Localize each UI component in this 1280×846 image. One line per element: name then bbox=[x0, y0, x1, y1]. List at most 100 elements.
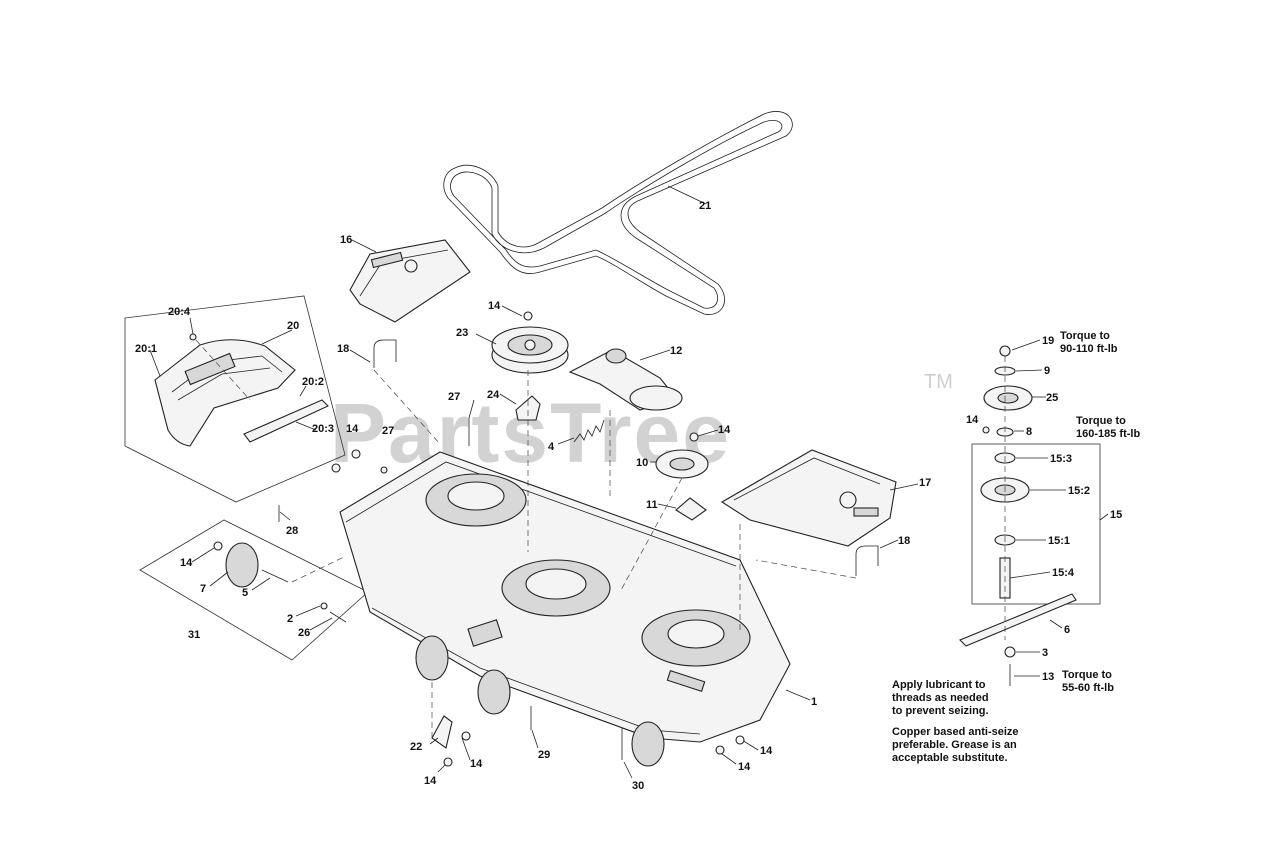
label-22: 22 bbox=[410, 741, 422, 753]
j-bolt-part-18-right bbox=[855, 545, 879, 576]
label-20-4: 20:4 bbox=[168, 306, 191, 318]
belt-cover-assembly-box bbox=[124, 295, 346, 503]
label-15-3: 15:3 bbox=[1050, 453, 1072, 465]
label-24: 24 bbox=[487, 389, 500, 401]
belt-cover-part-20 bbox=[154, 339, 296, 447]
label-26: 26 bbox=[298, 627, 310, 639]
torque-19-line1: Torque to bbox=[1060, 330, 1110, 342]
note-line-2: threads as needed bbox=[892, 692, 989, 704]
label-25: 25 bbox=[1046, 392, 1058, 404]
note-line-6: acceptable substitute. bbox=[892, 752, 1008, 764]
label-15-2: 15:2 bbox=[1068, 485, 1090, 497]
label-9: 9 bbox=[1044, 365, 1050, 377]
label-14-deck-2: 14 bbox=[738, 761, 751, 773]
label-14-wheel: 14 bbox=[180, 557, 193, 569]
label-29: 29 bbox=[538, 749, 550, 761]
label-19: 19 bbox=[1042, 335, 1054, 347]
nut-part-14-mid bbox=[689, 432, 699, 442]
label-18-left: 18 bbox=[337, 343, 349, 355]
label-10: 10 bbox=[636, 457, 648, 469]
label-2: 2 bbox=[287, 613, 293, 625]
label-20-1: 20:1 bbox=[135, 343, 157, 355]
label-15-4: 15:4 bbox=[1052, 567, 1075, 579]
label-30: 30 bbox=[632, 780, 644, 792]
label-6: 6 bbox=[1064, 624, 1070, 636]
label-14-top: 14 bbox=[488, 300, 501, 312]
bolt-part-5 bbox=[261, 569, 289, 583]
label-20: 20 bbox=[287, 320, 299, 332]
label-14-cover: 14 bbox=[346, 423, 359, 435]
torque-13-line2: 55-60 ft-lb bbox=[1062, 682, 1114, 694]
note-line-1: Apply lubricant to bbox=[892, 679, 986, 691]
washer-part-2 bbox=[320, 602, 328, 610]
deck-wheel-rear-left bbox=[477, 669, 511, 715]
alignment-dashes bbox=[291, 356, 1006, 740]
spring-part-4 bbox=[573, 419, 605, 443]
nut-part-14-bracket bbox=[461, 731, 471, 741]
deck-cover-part-16 bbox=[349, 239, 471, 323]
lubricant-note: Apply lubricant to threads as needed to … bbox=[892, 679, 1019, 764]
wheel-part-7 bbox=[225, 542, 259, 588]
bracket-part-22 bbox=[431, 715, 453, 749]
label-13: 13 bbox=[1042, 671, 1054, 683]
watermark-trademark: TM bbox=[924, 371, 953, 393]
label-8: 8 bbox=[1026, 426, 1032, 438]
nut-part-14-deck-bottom bbox=[715, 745, 725, 755]
label-17: 17 bbox=[919, 477, 931, 489]
bolt-part-27-deck bbox=[380, 466, 388, 474]
mower-deck-part-1 bbox=[339, 451, 791, 743]
deck-wheel-rear-right bbox=[631, 721, 665, 767]
label-15-1: 15:1 bbox=[1048, 535, 1070, 547]
label-20-2: 20:2 bbox=[302, 376, 324, 388]
label-4: 4 bbox=[548, 441, 555, 453]
idler-bracket-part-24 bbox=[515, 395, 541, 421]
nut-part-14-deck-left bbox=[331, 463, 341, 473]
nut-part-14-spindle bbox=[982, 426, 990, 434]
label-14-deck: 14 bbox=[760, 745, 773, 757]
label-14-spindle: 14 bbox=[966, 414, 979, 426]
note-line-4: Copper based anti-seize bbox=[892, 726, 1019, 738]
label-16: 16 bbox=[340, 234, 352, 246]
blade-part-6 bbox=[959, 593, 1077, 647]
label-14-mid: 14 bbox=[718, 424, 731, 436]
label-31: 31 bbox=[188, 629, 200, 641]
drive-belt-part-21 bbox=[443, 111, 793, 315]
pulley-part-23 bbox=[491, 326, 569, 374]
bracket-part-20-2 bbox=[243, 399, 329, 443]
nut-part-14-wheel bbox=[213, 541, 223, 551]
idler-arm-part-12 bbox=[568, 348, 683, 411]
torque-15-line1: Torque to bbox=[1076, 415, 1126, 427]
nut-part-19 bbox=[999, 345, 1011, 357]
washer-part-3 bbox=[1004, 646, 1016, 658]
spindle-stack bbox=[959, 345, 1077, 686]
torque-19-line2: 90-110 ft-lb bbox=[1060, 343, 1118, 355]
anti-scalp-wheel-assembly-box bbox=[139, 519, 369, 661]
label-21: 21 bbox=[699, 200, 711, 212]
torque-specs: Torque to 90-110 ft-lb Torque to 160-185… bbox=[1060, 330, 1140, 694]
cone-part-11 bbox=[675, 497, 707, 521]
label-1: 1 bbox=[811, 696, 817, 708]
label-14-bracket: 14 bbox=[470, 758, 483, 770]
part-labels: 21 16 20:4 20 20:1 18 20:2 20:3 14 27 27… bbox=[135, 200, 1122, 792]
note-line-5: preferable. Grease is an bbox=[892, 739, 1017, 751]
label-28: 28 bbox=[286, 525, 298, 537]
label-5: 5 bbox=[242, 587, 248, 599]
label-3: 3 bbox=[1042, 647, 1048, 659]
bolt-part-26 bbox=[329, 611, 347, 623]
label-14-bracket-2: 14 bbox=[424, 775, 437, 787]
deck-wheel-front-left bbox=[415, 635, 449, 681]
label-27-left: 27 bbox=[382, 425, 394, 437]
leader-lines bbox=[149, 185, 1109, 779]
torque-13-line1: Torque to bbox=[1062, 669, 1112, 681]
belt-cover-part-17 bbox=[720, 449, 897, 547]
label-12: 12 bbox=[670, 345, 682, 357]
label-7: 7 bbox=[200, 583, 206, 595]
torque-15-line2: 160-185 ft-lb bbox=[1076, 428, 1140, 440]
j-bolt-part-18-left bbox=[373, 339, 397, 368]
label-11: 11 bbox=[646, 499, 658, 511]
label-20-3: 20:3 bbox=[312, 423, 334, 435]
nut-part-14-deck-left-2 bbox=[351, 449, 361, 459]
nut-part-14-deck-bottom-2 bbox=[735, 735, 745, 745]
label-27-top: 27 bbox=[448, 391, 460, 403]
